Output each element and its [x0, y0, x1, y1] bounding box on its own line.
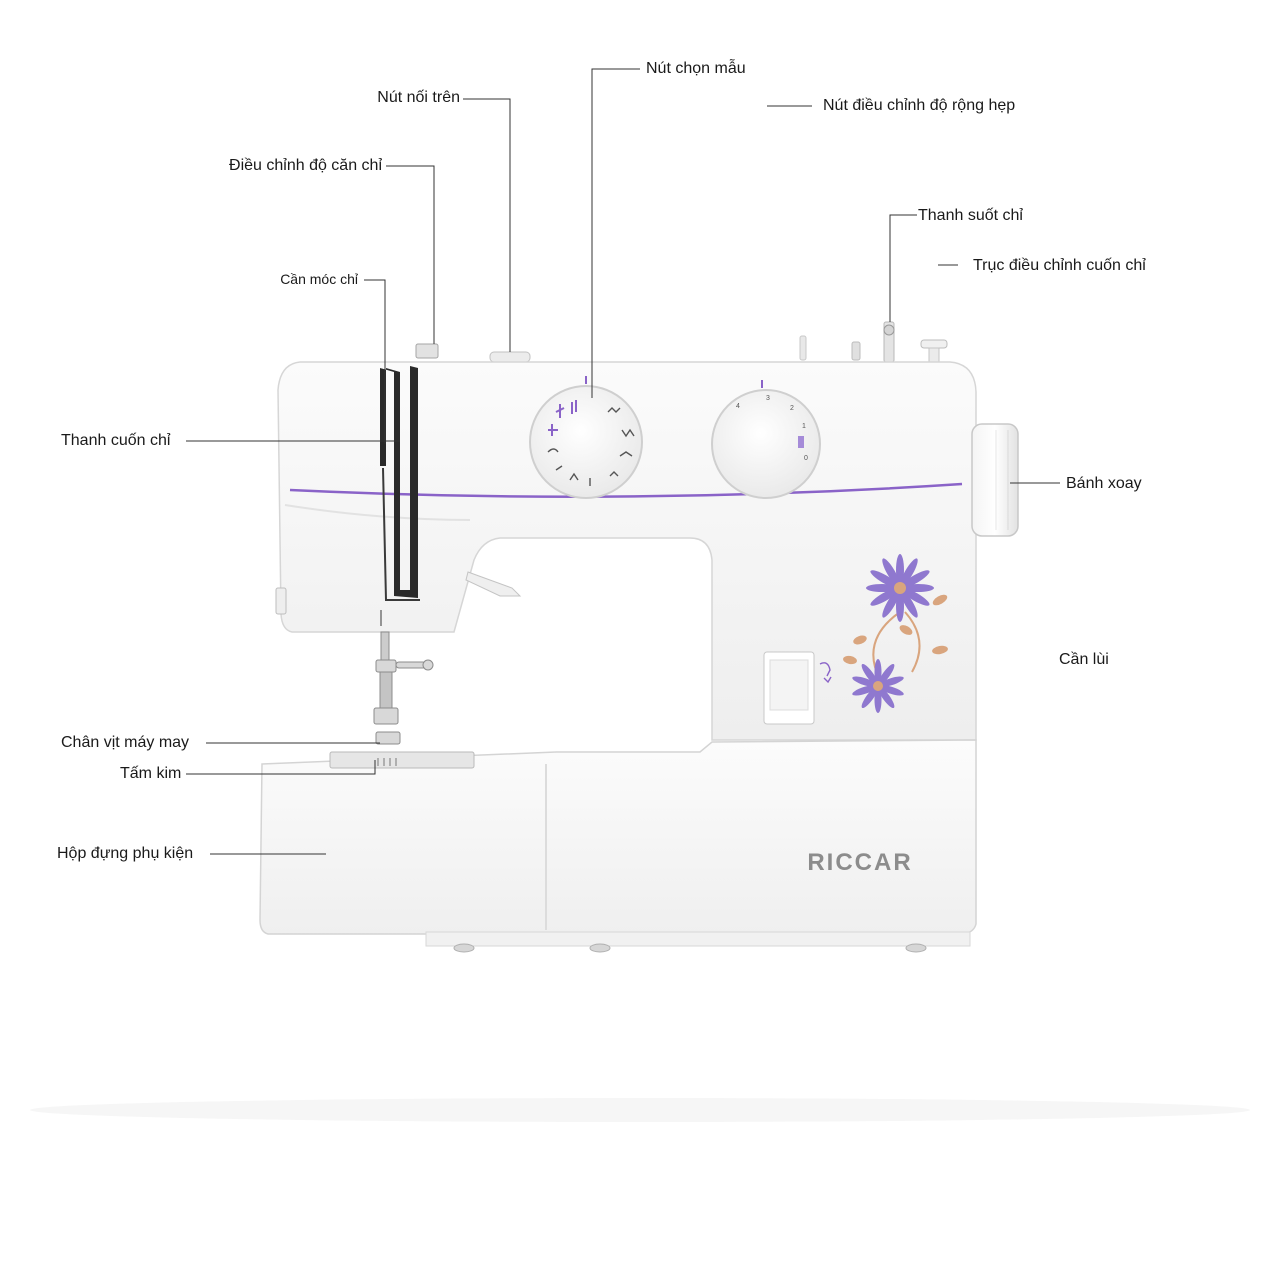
svg-text:2: 2: [790, 405, 794, 412]
label-accessory-box: Hộp đựng phụ kiện: [57, 845, 194, 862]
width-adjust-dial: 4 3 2 1 0: [711, 380, 821, 499]
label-thread-take-up: Cần móc chỉ: [280, 271, 358, 287]
label-width-adjust: Nút điều chỉnh độ rộng hẹp: [823, 97, 1016, 114]
label-needle-plate: Tấm kim: [120, 765, 182, 782]
svg-text:0: 0: [804, 455, 808, 462]
label-pattern-selector: Nút chọn mẫu: [646, 60, 746, 77]
label-spool-pin: Thanh suốt chỉ: [918, 207, 1023, 224]
svg-text:4: 4: [736, 403, 740, 410]
thread-take-up-slot: [380, 366, 418, 598]
label-bobbin-winder-shaft: Trục điều chỉnh cuốn chỉ: [973, 257, 1146, 274]
accent-stripe: [289, 482, 963, 498]
label-upper-thread-knob: Nút nối trên: [377, 89, 460, 106]
label-thread-tension: Điều chỉnh độ căn chỉ: [229, 157, 382, 174]
handwheel: [971, 423, 1019, 537]
label-reverse-lever: Cần lùi: [1059, 651, 1109, 668]
label-thread-winder-bar: Thanh cuốn chỉ: [61, 432, 171, 449]
svg-text:1: 1: [802, 423, 806, 430]
needle-assembly: [373, 610, 434, 745]
leader-lines: [186, 68, 1060, 855]
floor-shadow: [30, 1098, 1250, 1122]
flower-decoration: [843, 554, 948, 713]
svg-text:3: 3: [766, 395, 770, 402]
presser-foot-lever: [465, 571, 522, 597]
machine-base: [259, 739, 977, 935]
pattern-selector-dial: [529, 376, 643, 499]
spool-pins: [415, 321, 948, 363]
brand-logo: RICCAR: [807, 849, 912, 876]
label-presser-foot: Chân vịt máy may: [61, 734, 190, 751]
reverse-lever: [763, 651, 832, 725]
label-handwheel: Bánh xoay: [1066, 475, 1142, 492]
